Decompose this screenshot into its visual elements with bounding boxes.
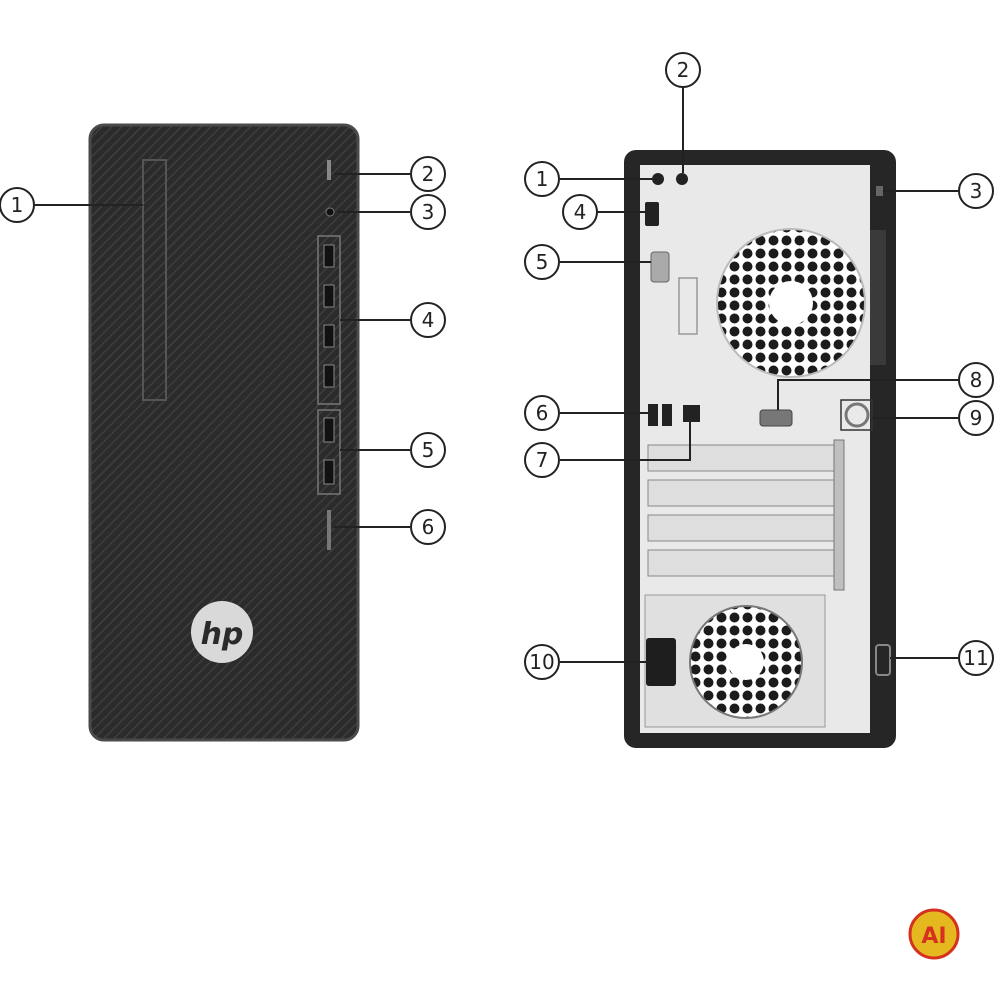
front-callout-4: 4 xyxy=(410,302,446,338)
vga-port-icon xyxy=(650,251,670,283)
padlock-loop-icon xyxy=(844,402,870,428)
usb-port-icons-a xyxy=(323,244,335,388)
hp-logo-text: hp xyxy=(201,617,244,652)
rear-callout-9: 9 xyxy=(958,400,994,436)
front-callout-5-label: 5 xyxy=(422,438,435,462)
optical-drive-slot xyxy=(142,159,167,401)
watermark-logo-icon xyxy=(908,908,960,960)
rear-callout-9-label: 9 xyxy=(970,406,983,430)
rear-callout-2-label: 2 xyxy=(677,58,690,82)
rear-callout-7: 7 xyxy=(524,442,560,478)
front-callout-1-label: 1 xyxy=(11,193,24,217)
usb-port-group-b xyxy=(317,409,341,495)
rear-callout-4: 4 xyxy=(562,194,598,230)
rear-callout-5-label: 5 xyxy=(536,250,549,274)
rear-callout-6-label: 6 xyxy=(536,401,549,425)
serial-port-icon xyxy=(759,409,793,427)
slot-retention-bar xyxy=(833,439,845,591)
audio-jack-icon-rear-a xyxy=(652,173,664,185)
rear-usb-port-icon-a xyxy=(648,404,658,426)
power-inlet-icon xyxy=(646,638,676,686)
expansion-slot-covers xyxy=(647,444,835,577)
front-callout-3: 3 xyxy=(410,194,446,230)
rear-callout-2: 2 xyxy=(665,52,701,88)
rear-callout-8-label: 8 xyxy=(970,368,983,392)
front-view: hp xyxy=(88,123,360,742)
padlock-loop-frame xyxy=(840,399,873,431)
lock-slot-icon xyxy=(876,186,883,196)
rear-callout-8: 8 xyxy=(958,362,994,398)
side-rail xyxy=(870,230,886,365)
usb-c-port-icon xyxy=(875,644,891,676)
audio-jack-icon-rear-b xyxy=(676,173,688,185)
watermark-logo-text: AI xyxy=(921,924,946,949)
rear-callout-lines xyxy=(560,87,958,663)
rear-callout-3: 3 xyxy=(958,173,994,209)
front-case xyxy=(88,123,360,742)
rear-callout-4-label: 4 xyxy=(574,200,587,224)
usb-port-icons-b xyxy=(323,417,335,485)
card-reader-slot xyxy=(327,510,331,550)
rear-callout-11-label: 11 xyxy=(963,646,988,670)
psu-fan-hub xyxy=(728,644,764,680)
rear-callout-10: 10 xyxy=(524,644,560,680)
power-button xyxy=(327,160,331,180)
front-callout-4-label: 4 xyxy=(422,308,435,332)
front-callout-6-label: 6 xyxy=(422,515,435,539)
front-callout-2-label: 2 xyxy=(422,162,435,186)
rear-view xyxy=(624,150,896,748)
hp-logo-icon xyxy=(191,601,253,663)
rear-callout-10-label: 10 xyxy=(529,650,554,674)
rear-callout-6: 6 xyxy=(524,395,560,431)
front-callout-lines xyxy=(35,173,410,528)
front-callout-1: 1 xyxy=(0,187,35,223)
expansion-blank-plate xyxy=(678,277,698,335)
main-fan-hub xyxy=(769,281,813,325)
rear-callout-7-label: 7 xyxy=(536,448,549,472)
rear-callout-1: 1 xyxy=(524,161,560,197)
front-callout-3-label: 3 xyxy=(422,200,435,224)
rear-callout-3-label: 3 xyxy=(970,179,983,203)
rear-usb-port-icon-b xyxy=(662,404,672,426)
rear-callout-1-label: 1 xyxy=(536,167,549,191)
watermark-logo: AI xyxy=(908,908,960,960)
rear-callout-5: 5 xyxy=(524,244,560,280)
ethernet-port-icon xyxy=(683,405,700,422)
front-callout-5: 5 xyxy=(410,432,446,468)
rear-callout-11: 11 xyxy=(958,640,994,676)
front-callout-2: 2 xyxy=(410,156,446,192)
front-callout-6: 6 xyxy=(410,509,446,545)
audio-jack-icon xyxy=(325,207,335,217)
hdmi-port-icon xyxy=(645,202,659,226)
